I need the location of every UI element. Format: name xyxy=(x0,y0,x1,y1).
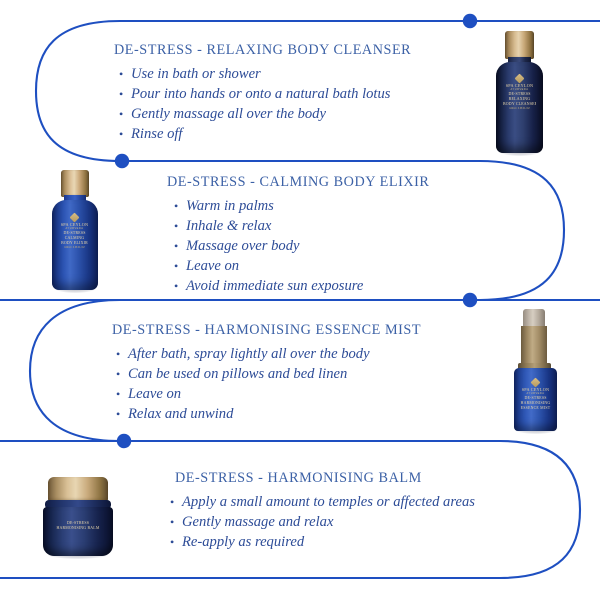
relaxing-body-cleanser-bottle: SPA CEYLON AYURVEDA DE-STRESS RELAXING B… xyxy=(496,31,543,156)
bottle-label: SPA CEYLON AYURVEDA DE-STRESS HARMONISIN… xyxy=(519,377,552,411)
connector-dot-1-2 xyxy=(114,153,130,169)
list-item: Rinse off xyxy=(119,124,411,144)
bottle-cap xyxy=(61,170,89,197)
label-brand: SPA CEYLON xyxy=(60,222,89,227)
harmonising-balm-jar: DE-STRESS HARMONISING BALM xyxy=(43,477,113,559)
list-item: Leave on xyxy=(174,256,429,276)
connector-dot-3-4 xyxy=(116,433,132,449)
list-item: Can be used on pillows and bed linen xyxy=(116,364,421,384)
step-list: Apply a small amount to temples or affec… xyxy=(170,492,475,552)
jar-label: DE-STRESS HARMONISING BALM xyxy=(53,521,103,531)
section-title: DE-STRESS - CALMING BODY ELIXIR xyxy=(167,174,430,190)
list-item: Relax and unwind xyxy=(116,404,421,424)
label-volume: 100ml / 3.38 FL OZ xyxy=(64,246,85,249)
jar-body xyxy=(43,507,113,556)
label-brand-sub: AYURVEDA xyxy=(510,88,529,91)
section-relaxing-body-cleanser: DE-STRESS - RELAXING BODY CLEANSER Use i… xyxy=(114,42,411,144)
harmonising-essence-mist-bottle: SPA CEYLON AYURVEDA DE-STRESS HARMONISIN… xyxy=(511,309,560,434)
label-line: DE-STRESS xyxy=(63,231,86,235)
loop-left-3 xyxy=(28,298,122,443)
list-item: After bath, spray lightly all over the b… xyxy=(116,344,421,364)
label-volume: 100ml / 3.38 FL OZ xyxy=(509,107,530,110)
bottle-neck xyxy=(518,363,551,370)
bottle-neck xyxy=(508,57,531,64)
brand-emblem-icon xyxy=(530,377,541,388)
calming-body-elixir-bottle: SPA CEYLON AYURVEDA DE-STRESS CALMING BO… xyxy=(52,170,98,293)
label-line: DE-STRESS xyxy=(524,396,547,400)
bottle-neck xyxy=(64,195,86,202)
label-line: DE-STRESS xyxy=(66,521,90,525)
section-harmonising-essence-mist: DE-STRESS - HARMONISING ESSENCE MIST Aft… xyxy=(112,322,421,424)
label-name-1: RELAXING xyxy=(508,97,531,101)
loop-left-1 xyxy=(34,19,122,163)
label-name-2: BODY ELIXIR xyxy=(61,241,88,245)
label-brand: SPA CEYLON xyxy=(505,83,534,88)
jar-lid xyxy=(48,477,108,502)
brand-emblem-icon xyxy=(69,212,80,223)
bottle-cap xyxy=(505,31,534,59)
connector-dot-top xyxy=(462,13,478,29)
list-item: Avoid immediate sun exposure xyxy=(174,276,429,296)
list-item: Gently massage and relax xyxy=(170,512,475,532)
list-item: Re-apply as required xyxy=(170,532,475,552)
list-item: Massage over body xyxy=(174,236,429,256)
loop-right-2 xyxy=(478,159,566,302)
section-title: DE-STRESS - RELAXING BODY CLEANSER xyxy=(114,42,412,58)
label-name-1: HARMONISING xyxy=(520,401,551,405)
list-item: Inhale & relax xyxy=(174,216,429,236)
label-name-2: BODY CLEANSER xyxy=(503,102,536,106)
label-name-1: CALMING xyxy=(64,236,85,240)
bottle-label: SPA CEYLON AYURVEDA DE-STRESS CALMING BO… xyxy=(58,212,91,250)
list-item: Apply a small amount to temples or affec… xyxy=(170,492,475,512)
label-brand: SPA CEYLON xyxy=(521,387,550,392)
label-brand-sub: AYURVEDA xyxy=(526,392,545,395)
list-item: Gently massage all over the body xyxy=(119,104,411,124)
label-brand-sub: AYURVEDA xyxy=(65,227,84,230)
section-harmonising-balm: DE-STRESS - HARMONISING BALM Apply a sma… xyxy=(170,470,475,552)
section-title: DE-STRESS - HARMONISING ESSENCE MIST xyxy=(112,322,422,338)
loop-right-4 xyxy=(498,439,582,580)
label-name-1: HARMONISING BALM xyxy=(56,526,100,530)
list-item: Pour into hands or onto a natural bath l… xyxy=(119,84,411,104)
spray-collar xyxy=(521,326,547,366)
list-item: Warm in palms xyxy=(174,196,429,216)
bottle-label: SPA CEYLON AYURVEDA DE-STRESS RELAXING B… xyxy=(503,73,536,111)
list-item: Use in bath or shower xyxy=(119,64,411,84)
brand-emblem-icon xyxy=(514,73,525,84)
section-title: DE-STRESS - HARMONISING BALM xyxy=(175,470,422,486)
step-list: Warm in palms Inhale & relax Massage ove… xyxy=(167,196,429,296)
jar-rim xyxy=(45,500,111,509)
connector-dot-2-3 xyxy=(462,292,478,308)
section-calming-body-elixir: DE-STRESS - CALMING BODY ELIXIR Warm in … xyxy=(167,174,429,296)
list-item: Leave on xyxy=(116,384,421,404)
label-line: DE-STRESS xyxy=(508,92,531,96)
step-list: After bath, spray lightly all over the b… xyxy=(112,344,421,424)
spray-nozzle xyxy=(523,309,545,328)
label-name-2: ESSENCE MIST xyxy=(520,406,551,410)
step-list: Use in bath or shower Pour into hands or… xyxy=(114,64,411,144)
